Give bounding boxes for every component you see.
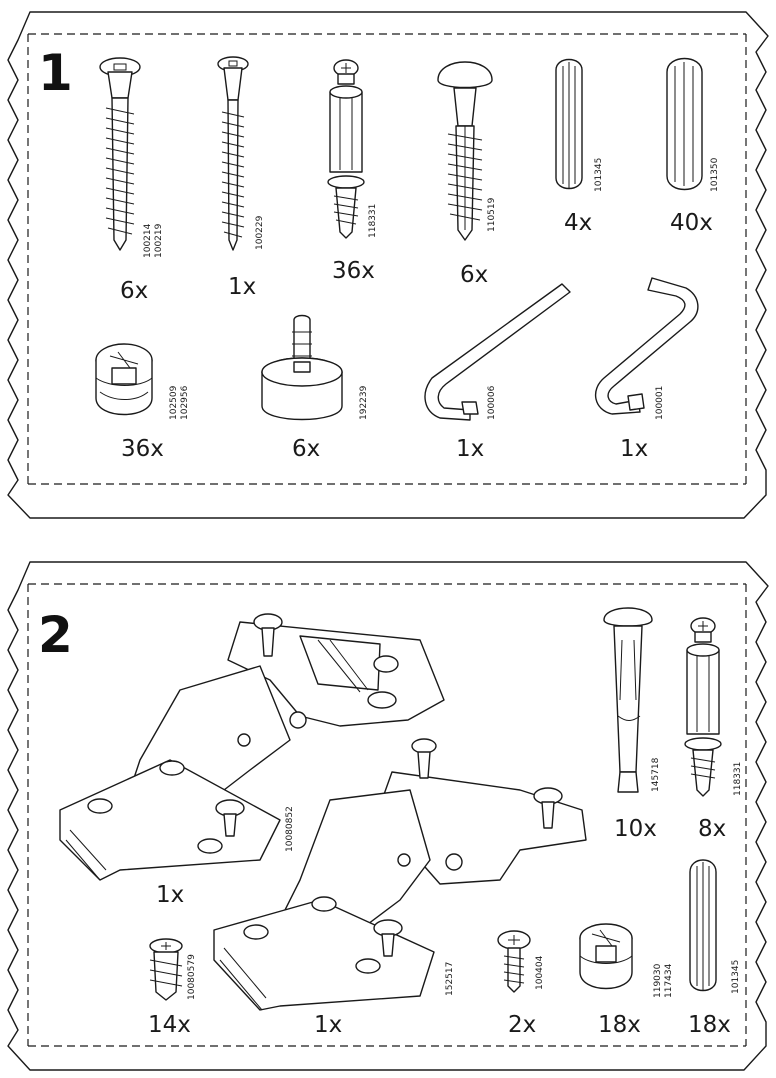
part-code: 110519 <box>487 197 497 232</box>
part-quantity: 18x <box>598 1012 641 1038</box>
part-quantity: 36x <box>121 436 164 462</box>
part-quantity: 1x <box>456 436 484 462</box>
part-quantity: 4x <box>564 210 592 236</box>
part-code: 100006 <box>487 385 497 420</box>
bag-1: 1 100214 100219 6x <box>7 11 769 519</box>
part-quantity: 8x <box>698 816 726 842</box>
foot-glide-icon <box>261 314 343 421</box>
part-code: 10080852 <box>285 806 295 852</box>
part-code: 10080579 <box>187 954 197 1000</box>
part-code: 192239 <box>359 385 369 420</box>
part-code: 118331 <box>733 762 743 796</box>
step-number: 2 <box>38 606 73 664</box>
part-code: 100219 <box>154 223 164 258</box>
part-quantity: 10x <box>614 816 657 842</box>
part-quantity: 18x <box>688 1012 731 1038</box>
hinge-pair-icon <box>59 613 445 881</box>
large-dowel-icon <box>666 57 703 191</box>
cam-bolt-icon <box>327 59 365 239</box>
part-code: 100404 <box>535 955 545 990</box>
allen-key-small-icon <box>594 277 699 415</box>
dowel-icon <box>689 859 717 992</box>
part-quantity: 1x <box>156 882 184 908</box>
part-code: 100229 <box>255 215 265 250</box>
cam-lock-icon <box>579 923 633 990</box>
part-quantity: 6x <box>120 278 148 304</box>
long-screw-icon <box>99 57 141 251</box>
part-code: 102956 <box>180 385 190 420</box>
part-code: 102509 <box>169 385 179 420</box>
part-quantity: 1x <box>228 274 256 300</box>
cam-lock-icon <box>95 343 153 416</box>
short-screw-icon <box>149 938 183 1001</box>
part-code: 101345 <box>731 960 741 994</box>
step-number: 1 <box>38 44 73 102</box>
part-quantity: 1x <box>314 1012 342 1038</box>
part-quantity: 2x <box>508 1012 536 1038</box>
part-code: 117434 <box>664 963 674 998</box>
thin-screw-icon <box>217 56 249 251</box>
allen-key-icon <box>424 283 571 421</box>
hinge-icon <box>213 738 587 1011</box>
machine-screw-icon <box>497 930 531 993</box>
part-code: 100001 <box>655 386 665 420</box>
part-quantity: 6x <box>460 262 488 288</box>
part-code: 145718 <box>651 757 661 792</box>
part-quantity: 14x <box>148 1012 191 1038</box>
part-quantity: 40x <box>670 210 713 236</box>
cam-bolt-icon <box>684 617 722 797</box>
part-code: 100214 <box>143 223 153 258</box>
part-code: 118331 <box>368 204 378 238</box>
wedge-dowel-icon <box>603 607 653 793</box>
part-quantity: 6x <box>292 436 320 462</box>
part-code: 101345 <box>594 158 604 192</box>
knob-nail-icon <box>437 61 493 241</box>
small-dowel-icon <box>555 58 583 190</box>
part-code: 152517 <box>445 962 455 996</box>
part-quantity: 36x <box>332 258 375 284</box>
part-code: 101350 <box>710 157 720 192</box>
part-quantity: 1x <box>620 436 648 462</box>
part-code: 119030 <box>653 963 663 998</box>
bag-2: 2 10080852 1x <box>7 561 769 1071</box>
